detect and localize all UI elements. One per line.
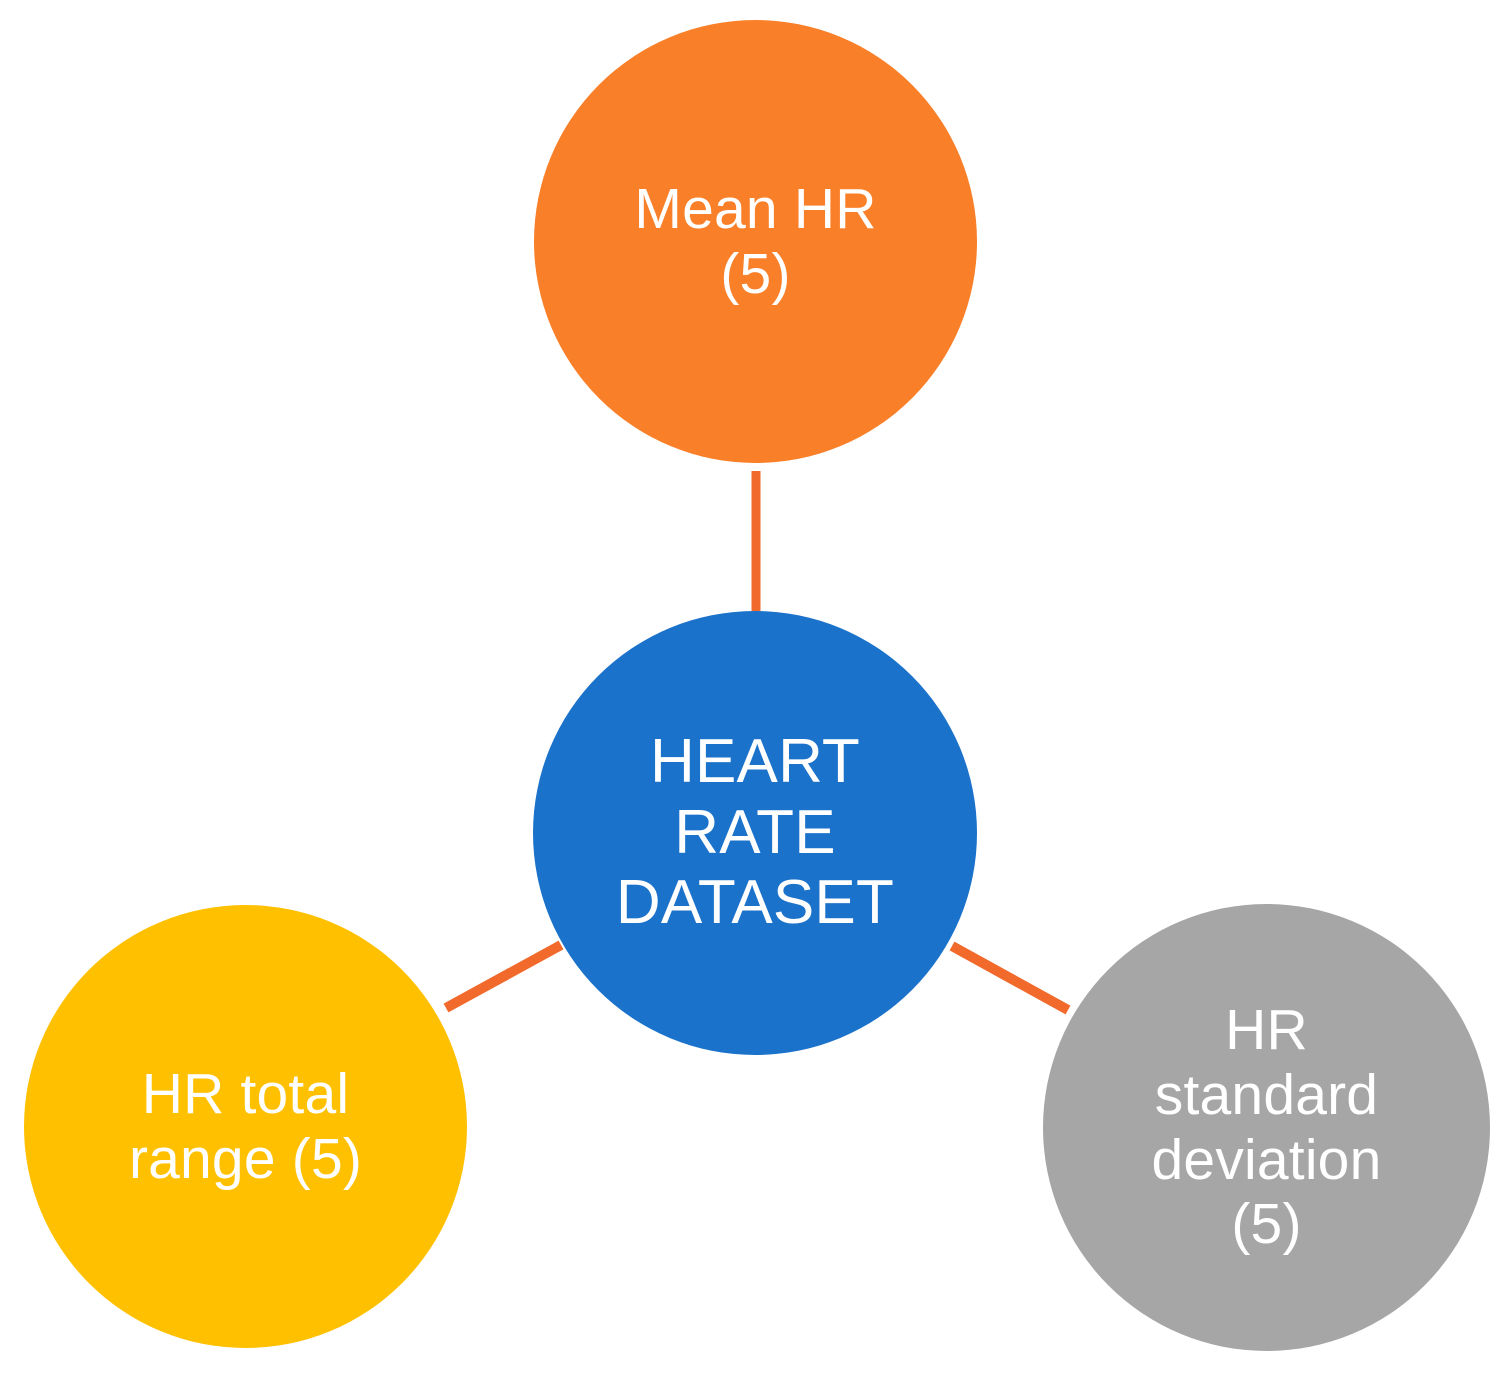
node-hr-standard-deviation-label: HR standard deviation (5) (1151, 997, 1382, 1257)
node-heart-rate-dataset-label: HEART RATE DATASET (615, 726, 895, 938)
node-heart-rate-dataset[interactable]: HEART RATE DATASET (533, 611, 977, 1055)
node-hr-standard-deviation[interactable]: HR standard deviation (5) (1043, 904, 1490, 1351)
node-hr-total-range-label: HR total range (5) (128, 1061, 363, 1191)
node-hr-total-range[interactable]: HR total range (5) (24, 905, 467, 1348)
node-mean-hr-label: Mean HR (5) (634, 176, 877, 306)
node-mean-hr[interactable]: Mean HR (5) (534, 20, 977, 463)
connector-center-to-hr-total-range (443, 940, 564, 1013)
